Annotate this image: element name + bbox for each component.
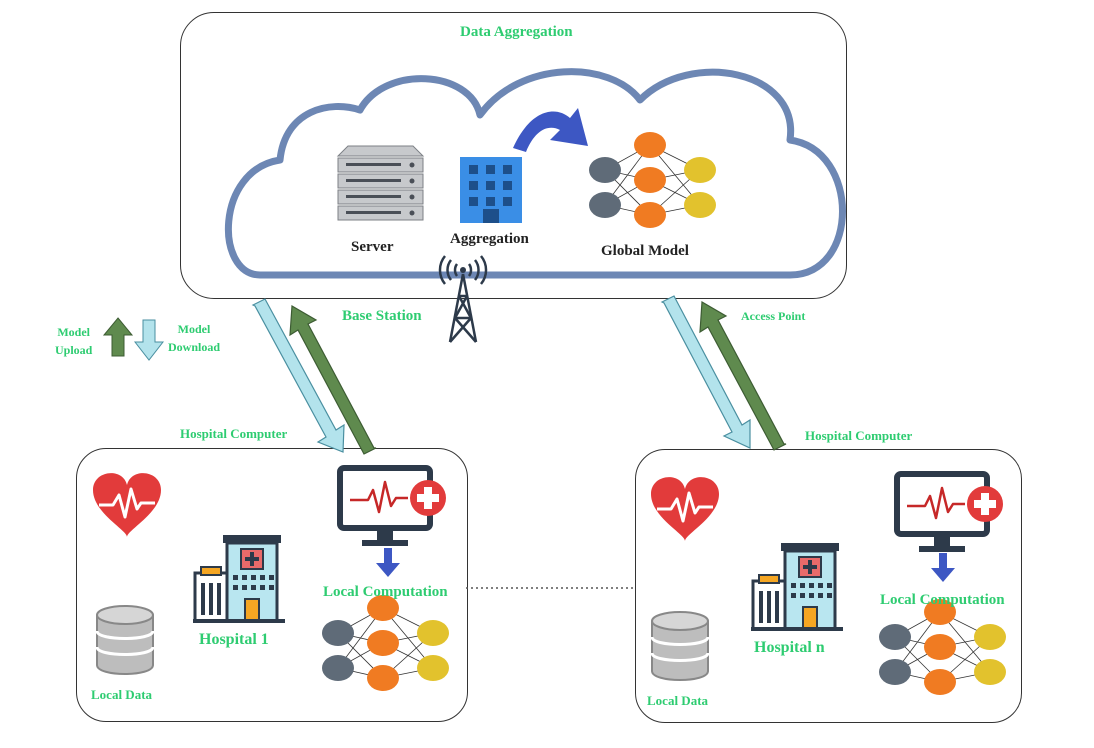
base-station-label: Base Station (342, 308, 422, 324)
download-arrow-left (251, 298, 345, 453)
heart-pulse-icon (649, 475, 721, 543)
server-label: Server (351, 239, 394, 255)
neural-network-icon (878, 598, 1007, 696)
model-upload-label: Model Upload (55, 325, 93, 357)
hospital-n-local-computation-label: Local Computation (880, 592, 1005, 608)
antenna-tower-icon (438, 255, 488, 343)
hospital-n-name: Hospital n (754, 639, 825, 656)
flow-down-arrow (931, 553, 955, 582)
hospital-n-local-data-label: Local Data (647, 693, 709, 708)
access-point-label: Access Point (741, 309, 806, 323)
monitor-medical-icon (340, 468, 446, 546)
download-arrow-right (660, 295, 751, 449)
upload-arrow-right (699, 300, 787, 451)
hospital-1-local-computation-label: Local Computation (323, 584, 448, 600)
monitor-medical-icon (897, 474, 1003, 552)
model-download-label: Model Download (168, 322, 221, 354)
model-download-arrow-icon (133, 319, 165, 361)
building-icon (460, 157, 522, 223)
hospital-1-name: Hospital 1 (199, 631, 269, 648)
hospital-n-computer-label: Hospital Computer (805, 428, 913, 443)
curved-arrow-icon (513, 108, 588, 152)
hospital-building-icon (749, 541, 845, 633)
model-upload-arrow-icon (102, 317, 134, 357)
server-icon (336, 145, 425, 221)
hospital-building-icon (191, 533, 287, 625)
global-model-label: Global Model (601, 243, 689, 259)
database-icon (95, 604, 155, 676)
heart-pulse-icon (91, 471, 163, 539)
upload-arrow-left (289, 304, 377, 455)
flow-down-arrow (376, 548, 400, 577)
cloud-shape (224, 68, 846, 279)
hospital-1-local-data-label: Local Data (91, 687, 153, 702)
neural-network-icon (321, 594, 450, 692)
database-icon (650, 610, 710, 682)
hospital-1-computer-label: Hospital Computer (180, 426, 288, 441)
cloud-title: Data Aggregation (460, 24, 573, 40)
aggregation-label: Aggregation (450, 231, 529, 247)
